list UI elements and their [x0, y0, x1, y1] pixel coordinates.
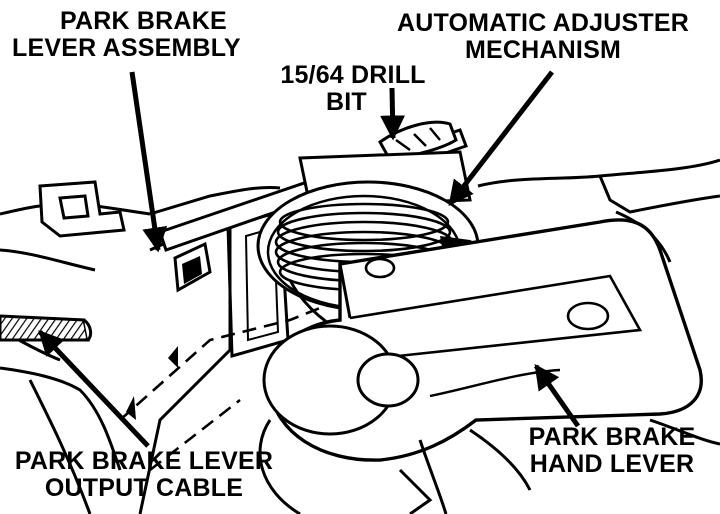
adjuster-arrow	[448, 70, 554, 206]
label-automatic-adjuster-mechanism: AUTOMATIC ADJUSTER MECHANISM	[378, 10, 708, 64]
label-lever-assembly-line2: LEVER ASSEMBLY	[12, 34, 241, 62]
drill-bit-arrow	[380, 87, 406, 141]
label-park-brake-hand-lever: PARK BRAKE HAND LEVER	[514, 424, 710, 478]
label-drill-bit-line2: BIT	[326, 88, 367, 116]
output-cable-arrow	[38, 330, 150, 448]
label-hand-lever-line2: HAND LEVER	[529, 450, 695, 478]
hand-lever-arrow	[533, 363, 581, 428]
retaining-bracket	[38, 180, 126, 238]
lever-assembly-arrow	[129, 71, 168, 253]
lower-housing	[258, 418, 720, 514]
label-output-cable-line2: OUTPUT CABLE	[44, 474, 244, 502]
label-adjuster-line2: MECHANISM	[465, 36, 621, 64]
label-output-cable-line1: PARK BRAKE LEVER	[14, 447, 274, 475]
label-lever-assembly-line1: PARK BRAKE	[60, 7, 227, 35]
label-hand-lever-line1: PARK BRAKE	[528, 423, 696, 451]
label-drill-bit-line1: 15/64 DRILL	[280, 61, 426, 89]
hand-lever	[262, 218, 703, 462]
label-park-brake-lever-output-cable: PARK BRAKE LEVER OUTPUT CABLE	[4, 448, 284, 502]
label-park-brake-lever-assembly: PARK BRAKE LEVER ASSEMBLY	[12, 8, 241, 62]
label-drill-bit: 15/64 DRILL BIT	[258, 62, 448, 116]
output-cable	[0, 314, 93, 342]
callout-arrows	[38, 70, 581, 448]
label-adjuster-line1: AUTOMATIC ADJUSTER	[396, 9, 690, 37]
